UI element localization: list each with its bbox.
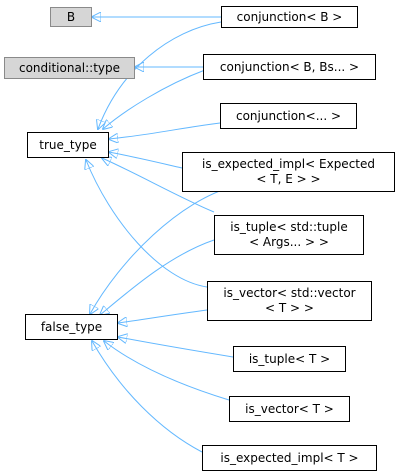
edge-is-vector-t-to-false [104,341,230,401]
node-is-tuple-std-tuple[interactable]: is_tuple< std::tuple < Args... > > [214,215,364,255]
edge-conj-dots-to-true [109,122,221,139]
edge-is-exp-t-to-false [92,341,203,453]
edge-is-exp-te-to-false [90,185,236,314]
edge-is-vector-std-to-false [118,309,208,323]
edge-is-tuple-t-to-false [118,337,234,358]
node-is-expected-impl-t[interactable]: is_expected_impl< T > [202,445,377,471]
edge-is-vector-std-to-true [86,160,208,288]
edge-conj-bbs-to-true [103,69,206,129]
node-false-type[interactable]: false_type [25,314,118,340]
node-true-type[interactable]: true_type [27,132,109,158]
node-is-expected-impl-expected[interactable]: is_expected_impl< Expected < T, E > > [182,152,395,192]
edge-is-tuple-std-to-true [102,158,215,213]
node-is-tuple-t[interactable]: is_tuple< T > [233,346,346,372]
node-b: B [50,7,92,27]
edge-is-tuple-std-to-false [100,239,215,315]
node-conjunction-dots[interactable]: conjunction<... > [220,103,357,129]
edge-conj-b-to-true [98,21,222,129]
node-conditional-type: conditional::type [4,57,135,79]
node-conjunction-b[interactable]: conjunction< B > [221,6,358,28]
node-conjunction-b-bs[interactable]: conjunction< B, Bs... > [203,54,376,80]
edge-is-exp-te-to-true [109,152,183,169]
node-is-vector-std-vector[interactable]: is_vector< std::vector < T > > [207,281,372,321]
node-is-vector-t[interactable]: is_vector< T > [229,396,350,422]
